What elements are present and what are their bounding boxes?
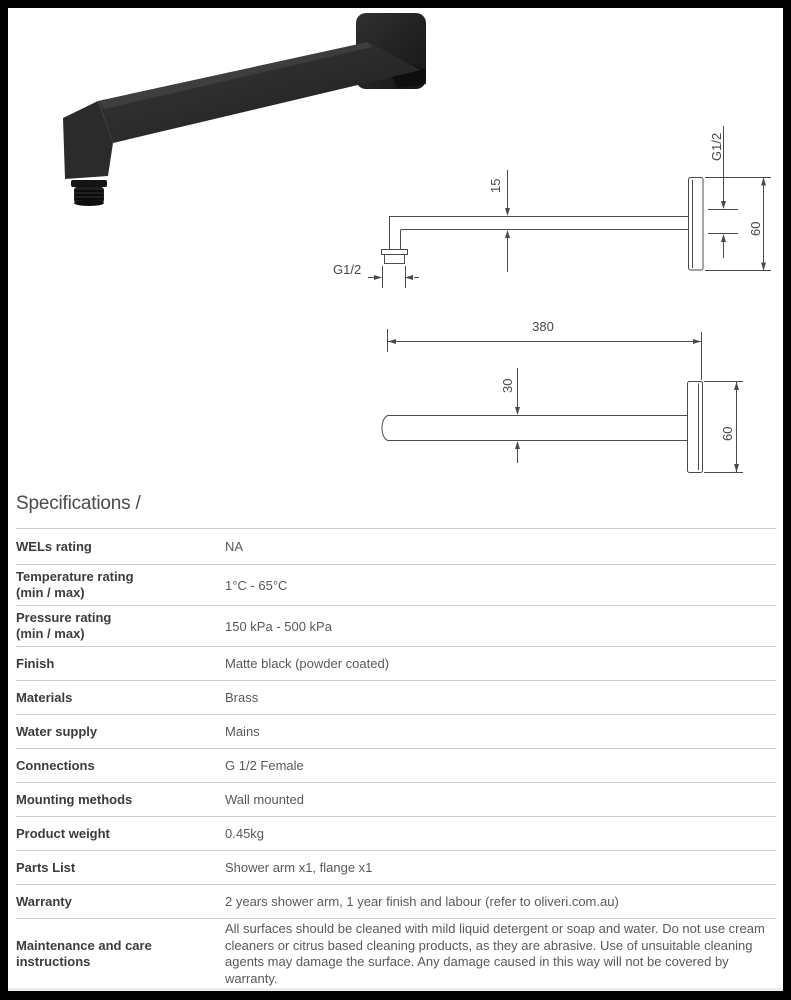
arm-elbow (63, 101, 113, 179)
spec-row-pressure-rating: Pressure rating (min / max) 150 kPa - 50… (16, 606, 776, 647)
spec-sheet-page: G1/2 15 G1/2 60 (8, 8, 783, 991)
figures-canvas: G1/2 15 G1/2 60 (63, 13, 771, 473)
nut-bottom (74, 200, 104, 206)
plan-arm-width-dim: 30 (500, 379, 515, 393)
arm-bar-highlight (98, 42, 372, 109)
spec-label: WELs rating (16, 538, 92, 554)
side-view-arrowheads (374, 177, 766, 280)
spec-value: Brass (225, 690, 259, 705)
spec-value: Matte black (powder coated) (225, 656, 390, 671)
spec-row-parts-list: Parts List Shower arm x1, flange x1 (16, 851, 776, 885)
spec-label: Product weight (16, 825, 110, 841)
spec-label: Pressure rating (min / max) (16, 610, 112, 641)
spec-value: 1°C - 65°C (225, 577, 288, 593)
spec-value: NA (225, 539, 244, 554)
specifications-section: Specifications / WELs rating NA Temperat… (16, 486, 776, 990)
page-footer-strip (8, 988, 783, 991)
spec-label: Water supply (16, 723, 98, 739)
spec-label: Parts List (16, 859, 76, 875)
spec-label: Warranty (16, 893, 72, 909)
nut-collar (71, 180, 107, 187)
spec-label: Maintenance and care instructions (16, 938, 152, 969)
side-arm-offset-dim: 15 (488, 179, 503, 193)
product-photo (63, 13, 426, 206)
side-wall-thread-label: G1/2 (709, 133, 724, 161)
spec-row-water-supply: Water supply Mains (16, 715, 776, 749)
spec-value: 0.45kg (225, 826, 265, 841)
spec-row-product-weight: Product weight 0.45kg (16, 817, 776, 851)
spec-label: Connections (16, 757, 95, 773)
specifications-heading: Specifications / (16, 493, 141, 514)
spec-row-warranty: Warranty 2 years shower arm, 1 year fini… (16, 885, 776, 919)
plan-view-arrowheads (388, 339, 739, 472)
spec-value: Mains (225, 724, 260, 739)
spec-value: All surfaces should be cleaned with mild… (225, 921, 765, 986)
side-view-drawing: G1/2 15 G1/2 60 (333, 126, 771, 288)
spec-row-maintenance: Maintenance and care instructions All su… (16, 919, 776, 990)
thread-ridges (75, 190, 103, 200)
spec-label: Mounting methods (16, 791, 133, 807)
spec-label: Materials (16, 689, 73, 705)
spec-value: Shower arm x1, flange x1 (225, 860, 373, 875)
spec-value: 2 years shower arm, 1 year finish and la… (225, 894, 619, 909)
spec-row-materials: Materials Brass (16, 681, 776, 715)
spec-label: Temperature rating (min / max) (16, 569, 134, 600)
plan-view-drawing: 380 30 60 (381, 319, 743, 473)
plan-flange-width-dim: 60 (720, 427, 735, 441)
spec-row-wels-rating: WELs rating NA (16, 529, 776, 565)
spec-value: 150 kPa - 500 kPa (225, 618, 332, 634)
spec-row-connections: Connections G 1/2 Female (16, 749, 776, 783)
spec-value: G 1/2 Female (225, 758, 304, 773)
side-inlet-thread-label: G1/2 (333, 262, 361, 277)
spec-label: Finish (16, 655, 55, 671)
spec-row-mounting-methods: Mounting methods Wall mounted (16, 783, 776, 817)
specifications-table: WELs rating NA Temperature rating (min /… (16, 528, 776, 990)
spec-value: Wall mounted (225, 792, 304, 807)
arm-bar (98, 42, 421, 143)
side-flange-height-dim: 60 (748, 222, 763, 236)
spec-row-finish: Finish Matte black (powder coated) (16, 647, 776, 681)
plan-arm-length-dim: 380 (532, 319, 554, 334)
spec-row-temperature-rating: Temperature rating (min / max) 1°C - 65°… (16, 565, 776, 606)
